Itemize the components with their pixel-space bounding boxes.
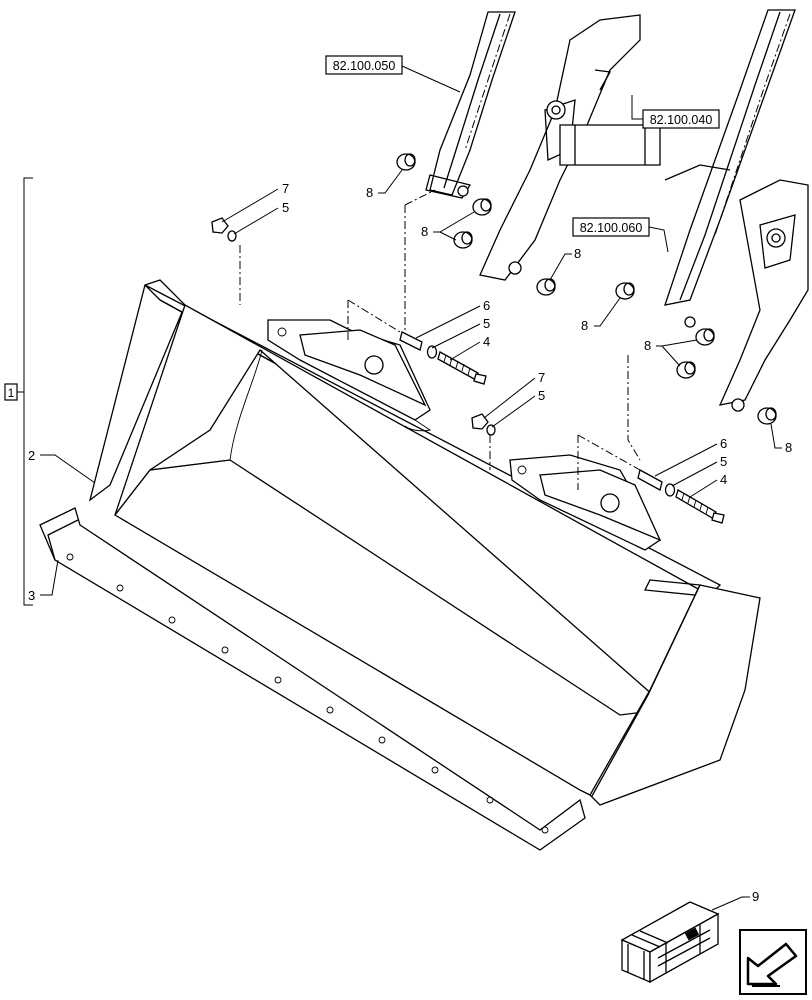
callout-9: 9 bbox=[752, 889, 759, 904]
callout-5: 5 bbox=[282, 200, 289, 215]
callout-6: 6 bbox=[720, 436, 727, 451]
hardware-set-lower bbox=[471, 413, 725, 524]
reference-label: 82.100.040 bbox=[650, 113, 713, 127]
washer bbox=[227, 230, 237, 242]
callout-5: 5 bbox=[483, 316, 490, 331]
reference-82-100-060[interactable]: 82.100.060 bbox=[572, 217, 669, 253]
reference-82-100-050[interactable]: 82.100.050 bbox=[325, 55, 461, 93]
callout-5: 5 bbox=[720, 454, 727, 469]
callout-4: 4 bbox=[483, 334, 490, 349]
callout-4: 4 bbox=[720, 472, 727, 487]
pin bbox=[637, 469, 663, 491]
callout-8: 8 bbox=[574, 246, 581, 261]
callout-8: 8 bbox=[644, 338, 651, 353]
callout-7: 7 bbox=[282, 181, 289, 196]
pin bbox=[399, 331, 423, 351]
callouts: 2 3 7 5 6 5 4 7 5 6 5 4 8 8 8 8 bbox=[28, 169, 792, 911]
group-label-box bbox=[4, 383, 18, 401]
bolt bbox=[437, 351, 479, 381]
bushings bbox=[396, 153, 777, 425]
nut bbox=[211, 217, 229, 234]
reference-82-100-040[interactable]: 82.100.040 bbox=[631, 95, 720, 129]
reference-label: 82.100.050 bbox=[333, 59, 396, 73]
bucket bbox=[39, 279, 761, 851]
arrow-nav-icon[interactable] bbox=[739, 929, 807, 995]
loader-arm-left bbox=[425, 11, 661, 281]
washer bbox=[486, 424, 496, 436]
washer bbox=[426, 345, 438, 359]
bolt bbox=[675, 489, 717, 520]
washer bbox=[664, 483, 676, 497]
callout-2: 2 bbox=[28, 448, 35, 463]
loader-arm-right bbox=[664, 9, 809, 412]
callout-5: 5 bbox=[538, 388, 545, 403]
callout-8: 8 bbox=[421, 224, 428, 239]
callout-8: 8 bbox=[785, 440, 792, 455]
shipping-crate-icon bbox=[620, 901, 720, 984]
callout-6: 6 bbox=[483, 298, 490, 313]
callout-8: 8 bbox=[366, 185, 373, 200]
assembly-lines bbox=[239, 189, 641, 490]
callout-3: 3 bbox=[28, 588, 35, 603]
callout-8: 8 bbox=[581, 318, 588, 333]
edge-bolt-holes bbox=[66, 553, 549, 834]
hardware-set-upper bbox=[211, 217, 487, 385]
reference-label: 82.100.060 bbox=[580, 221, 643, 235]
group-bracket: 1 bbox=[4, 177, 33, 606]
callout-7: 7 bbox=[538, 370, 545, 385]
group-label: 1 bbox=[8, 386, 15, 400]
